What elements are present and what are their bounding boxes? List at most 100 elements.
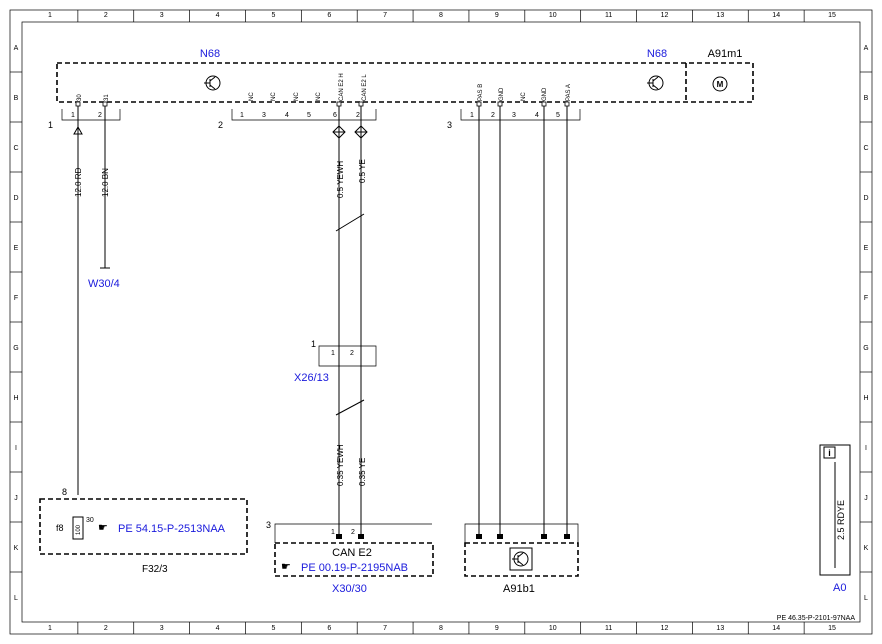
n68-label-left: N68 <box>200 48 220 60</box>
grid-row-label: F <box>14 295 18 302</box>
grid-column-label: 9 <box>495 625 499 632</box>
grid-row-label: E <box>14 245 19 252</box>
pin-label: NC <box>294 92 300 101</box>
pin-label: NC <box>271 92 277 101</box>
f32-label: F32/3 <box>142 564 168 575</box>
grid-column-label: 5 <box>271 625 275 632</box>
info-icon-glyph: i <box>828 448 831 458</box>
connector3-pin-num: 4 <box>535 112 539 119</box>
grid-row-label: H <box>863 395 868 402</box>
grid-column-label: 5 <box>271 12 275 19</box>
document-id: PE 46.35-P-2101-97NAA <box>777 615 856 622</box>
grid-row-label: L <box>864 595 868 602</box>
connector2-pin-num: 4 <box>285 112 289 119</box>
legend-box <box>819 444 851 576</box>
pin-label: CAN E2 H <box>339 73 345 101</box>
connector-arrow-icon <box>332 125 368 139</box>
pin-label: PAS B <box>478 84 484 101</box>
grid-column-label: 9 <box>495 12 499 19</box>
grid-row-label: A <box>864 45 869 52</box>
f32-pin-side: 30 <box>86 517 94 524</box>
pin-label: 30 <box>77 94 83 101</box>
grid-column-label: 15 <box>828 12 836 19</box>
connector3-pin-num: 2 <box>491 112 495 119</box>
grid-row-label: D <box>863 195 868 202</box>
grid-row-label: I <box>865 445 867 452</box>
a91b1-box <box>464 542 579 577</box>
grid-row-label: K <box>14 545 19 552</box>
grid-row-label: L <box>14 595 18 602</box>
grid-column-label: 14 <box>772 625 780 632</box>
wire-label: 12.0 BN <box>101 168 110 197</box>
x30-label: X30/30 <box>332 583 367 595</box>
grid-column-label: 7 <box>383 12 387 19</box>
pin-label: GND <box>499 87 505 101</box>
grid-column-label: 3 <box>160 625 164 632</box>
transistor-icon <box>204 75 221 91</box>
motor-icon: M <box>712 76 728 92</box>
connector3-block <box>460 109 581 121</box>
fuse-label: f8 <box>56 523 64 533</box>
connector2-pin-num: 1 <box>240 112 244 119</box>
a91b1-label: A91b1 <box>503 583 535 595</box>
grid-column-label: 11 <box>605 12 612 19</box>
grid-column-label: 14 <box>772 12 780 19</box>
grid-row-label: B <box>864 95 869 102</box>
connector2-number: 2 <box>218 120 223 130</box>
grid-column-label: 11 <box>605 625 612 632</box>
pin-markers <box>336 534 570 539</box>
x26-connector <box>318 345 377 367</box>
grid-labels: 1122334455667788991010111112121313141415… <box>10 10 872 634</box>
grid-column-label: 10 <box>549 12 557 19</box>
twist-mark <box>335 213 365 232</box>
grid-column-label: 12 <box>661 12 669 19</box>
reference-hand-icon: ☛ <box>281 561 291 573</box>
x30-pin: 2 <box>351 529 355 536</box>
grid-column-label: 8 <box>439 625 443 632</box>
connector2-pin-num: 2 <box>356 112 360 119</box>
f32-box <box>39 498 248 555</box>
info-icon <box>823 446 836 459</box>
pin-label: PAS A <box>566 84 572 101</box>
grid-column-label: 7 <box>383 625 387 632</box>
grid-row-label: G <box>863 345 868 352</box>
n68-label-right: N68 <box>647 48 667 60</box>
x26-number: 1 <box>311 339 316 349</box>
grid-column-label: 10 <box>549 625 557 632</box>
sheet-label: A0 <box>833 582 846 594</box>
svg-text:M: M <box>717 80 724 89</box>
x30-number: 3 <box>266 520 271 530</box>
connector3-pin-num: 3 <box>512 112 516 119</box>
x30-ref-link[interactable]: PE 00.19-P-2195NAB <box>301 562 408 574</box>
wire-label: 0.35 YE <box>358 458 367 486</box>
pin-label: 31 <box>104 94 110 101</box>
splice-marker <box>73 125 83 135</box>
connector1-pin-num: 2 <box>98 112 102 119</box>
grid-row-label: K <box>864 545 869 552</box>
connector1-pin-num: 1 <box>71 112 75 119</box>
grid-row-label: J <box>14 495 18 502</box>
a91m1-label: A91m1 <box>708 48 743 60</box>
grid-row-label: D <box>13 195 18 202</box>
grid-column-label: 15 <box>828 625 836 632</box>
transistor-icon <box>512 551 529 567</box>
pin-label: CAN E2 L <box>362 74 368 101</box>
connector3-pin-num: 5 <box>556 112 560 119</box>
grid-column-label: 1 <box>48 625 52 632</box>
grid-row-label: B <box>14 95 19 102</box>
x30-name: CAN E2 <box>332 547 372 559</box>
grid-column-label: 3 <box>160 12 164 19</box>
legend-wire-label: 2.5 RDYE <box>836 500 846 540</box>
x26-label: X26/13 <box>294 372 329 384</box>
f32-ref-link[interactable]: PE 54.15-P-2513NAA <box>118 523 226 535</box>
grid-row-label: F <box>864 295 868 302</box>
fuse-rating: 100 <box>76 524 82 535</box>
grid-column-label: 12 <box>661 625 669 632</box>
grid-row-label: I <box>15 445 17 452</box>
connector3-number: 3 <box>447 120 452 130</box>
f32-pin-top: 8 <box>62 487 67 497</box>
grid-column-label: 13 <box>716 625 724 632</box>
outer-frame <box>9 9 873 635</box>
grid-row-label: C <box>13 145 18 152</box>
